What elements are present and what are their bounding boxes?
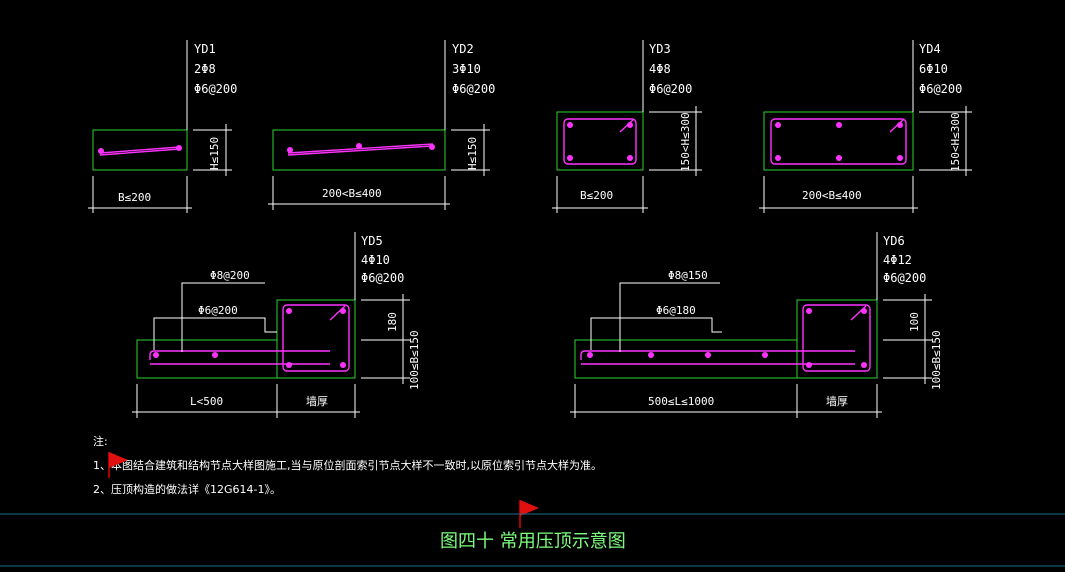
yd5-dim-top: 180 [386,312,399,332]
yd5-stirrup: Φ6@200 [361,271,404,285]
yd2-name: YD2 [452,42,474,56]
yd4-width: 200<B≤400 [802,189,862,202]
yd6-dist-top: Φ8@150 [668,269,708,282]
yd6-dim-bottom: 100≤B≤150 [930,330,943,390]
yd3-width: B≤200 [580,189,613,202]
notes-line-1: 1、本图结合建筑和结构节点大样图施工,当与原位剖面索引节点大样不一致时,以原位索… [93,458,602,472]
notes-line-2: 2、压顶构造的做法详《12G614-1》。 [93,482,281,496]
flag-icon[interactable] [108,452,128,478]
yd1-width: B≤200 [118,191,151,204]
yd4-bars: 6Φ10 [919,62,948,76]
yd1-height: H≤150 [208,137,221,170]
yd4-height: 150<H≤300 [949,112,962,172]
yd5-dist-top: Φ8@200 [210,269,250,282]
yd6-span: 500≤L≤1000 [648,395,714,408]
yd4-stirrup: Φ6@200 [919,82,962,96]
yd6-dim-top: 100 [908,312,921,332]
yd5-bars: 4Φ10 [361,253,390,267]
detail-yd4: YD4 6Φ10 Φ6@200 150<H≤300 200<B≤400 [759,40,972,213]
yd2-height: H≤150 [466,137,479,170]
detail-yd5: Φ8@200 Φ6@200 YD5 4Φ10 Φ6@200 180 100≤B≤… [132,232,421,418]
notes-heading: 注: [93,434,108,448]
yd2-stirrup: Φ6@200 [452,82,495,96]
yd3-height: 150<H≤300 [679,112,692,172]
yd1-bars: 2Φ8 [194,62,216,76]
yd1-name: YD1 [194,42,216,56]
yd5-dim-bottom: 100≤B≤150 [408,330,421,390]
figure-caption: 图四十 常用压顶示意图 [440,531,626,552]
yd5-dist-bottom: Φ6@200 [198,304,238,317]
notes: 注: 1、本图结合建筑和结构节点大样图施工,当与原位剖面索引节点大样不一致时,以… [93,434,602,496]
yd6-dist-bottom: Φ6@180 [656,304,696,317]
yd6-bars: 4Φ12 [883,253,912,267]
yd3-stirrup: Φ6@200 [649,82,692,96]
yd6-wall: 墙厚 [826,394,848,408]
yd1-stirrup: Φ6@200 [194,82,237,96]
yd5-name: YD5 [361,234,383,248]
yd5-span: L<500 [190,395,223,408]
yd3-bars: 4Φ8 [649,62,671,76]
detail-yd3: YD3 4Φ8 Φ6@200 150<H≤300 B≤200 [552,40,702,213]
detail-yd1: YD1 2Φ8 Φ6@200 H≤150 B≤200 [88,40,237,213]
detail-yd2: YD2 3Φ10 Φ6@200 H≤150 200<B≤400 [268,40,495,210]
yd6-name: YD6 [883,234,905,248]
detail-yd6: Φ8@150 Φ6@180 YD6 4Φ12 Φ6@200 100 100≤B≤… [570,232,943,418]
yd2-bars: 3Φ10 [452,62,481,76]
yd5-wall: 墙厚 [306,394,328,408]
yd3-name: YD3 [649,42,671,56]
yd6-stirrup: Φ6@200 [883,271,926,285]
yd4-name: YD4 [919,42,941,56]
yd2-width: 200<B≤400 [322,187,382,200]
